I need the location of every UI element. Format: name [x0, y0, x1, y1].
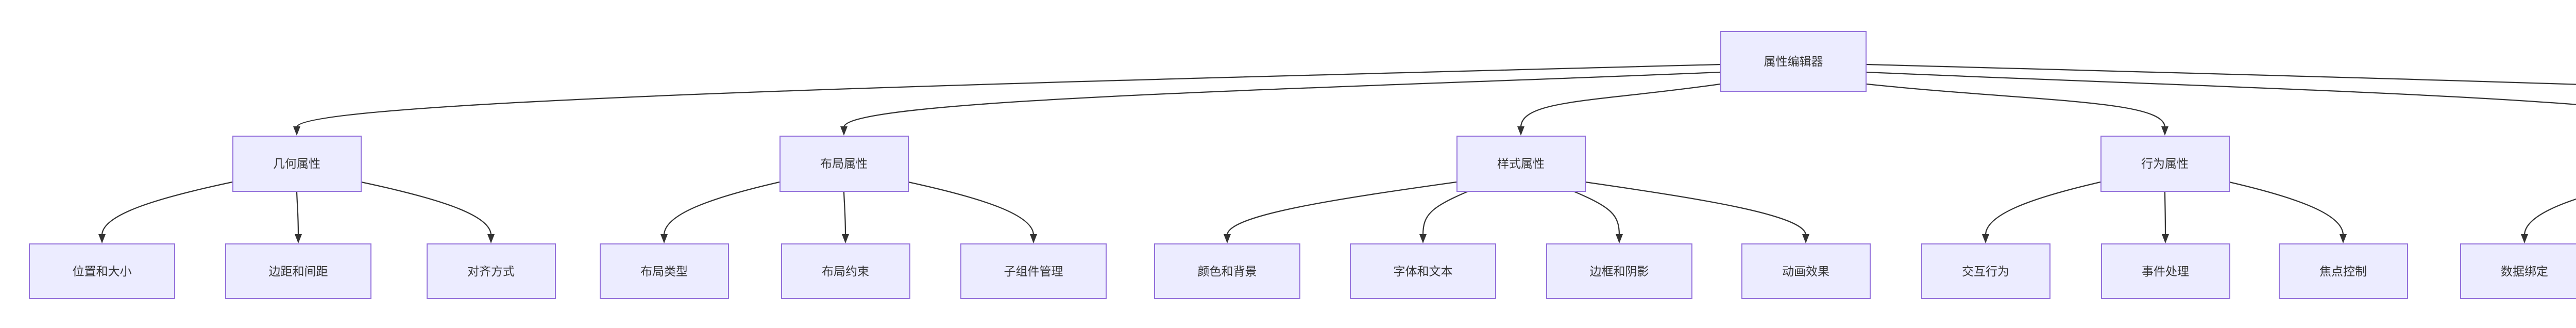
edge-path — [2229, 181, 2344, 236]
edge-path — [1520, 83, 1721, 128]
edge-path — [908, 181, 1035, 236]
node-label: 焦点控制 — [2319, 264, 2367, 278]
edge-arrowhead — [660, 234, 668, 243]
node-label: 字体和文本 — [1393, 264, 1453, 278]
node-layout-type: 布局类型 — [599, 243, 729, 299]
edge-path — [1226, 181, 1457, 236]
edge-path — [1572, 190, 1620, 236]
node-label: 动画效果 — [1782, 264, 1829, 278]
node-label: 边距和间距 — [268, 264, 328, 278]
edge-path — [1866, 63, 2576, 85]
node-margin-spacing: 边距和间距 — [225, 243, 371, 299]
node-label: 子组件管理 — [1004, 264, 1063, 278]
node-label: 事件处理 — [2142, 264, 2189, 278]
node-label: 颜色和背景 — [1197, 264, 1257, 278]
node-animation: 动画效果 — [1741, 243, 1871, 299]
node-label: 布局约束 — [822, 264, 869, 278]
edge-arrowhead — [1982, 234, 1989, 243]
edge-path — [1866, 71, 2576, 105]
edge-arrowhead — [98, 234, 106, 243]
edge-arrowhead — [2162, 234, 2169, 243]
node-behavior: 行为属性 — [2100, 136, 2230, 192]
node-position-size: 位置和大小 — [29, 243, 175, 299]
edge-path — [296, 191, 299, 236]
node-label: 几何属性 — [273, 157, 320, 170]
node-label: 位置和大小 — [72, 264, 132, 278]
edge-arrowhead — [2340, 234, 2347, 243]
edge-arrowhead — [1616, 234, 1623, 243]
edge-arrowhead — [487, 234, 495, 243]
node-border-shadow: 边框和阴影 — [1546, 243, 1692, 299]
node-layout-constraint: 布局约束 — [781, 243, 910, 299]
edge-arrowhead — [295, 234, 302, 243]
node-geometry: 几何属性 — [232, 136, 362, 192]
edge-path — [296, 63, 1721, 128]
edge-path — [2523, 198, 2576, 236]
node-color-background: 颜色和背景 — [1154, 243, 1300, 299]
edge-path — [843, 71, 1721, 128]
node-alignment: 对齐方式 — [426, 243, 556, 299]
node-label: 交互行为 — [1962, 264, 2009, 278]
edge-path — [361, 181, 492, 236]
node-label: 对齐方式 — [467, 264, 515, 278]
node-focus-control: 焦点控制 — [2278, 243, 2408, 299]
edge-arrowhead — [1030, 234, 1037, 243]
edge-arrowhead — [840, 126, 848, 136]
edge-path — [1866, 83, 2166, 128]
node-layout: 布局属性 — [779, 136, 909, 192]
node-style: 样式属性 — [1456, 136, 1586, 192]
edge-arrowhead — [1802, 234, 1809, 243]
edge-arrowhead — [842, 234, 849, 243]
node-label: 数据绑定 — [2501, 264, 2548, 278]
node-data-binding: 数据绑定 — [2460, 243, 2576, 299]
edge-path — [843, 191, 846, 236]
node-label: 布局类型 — [640, 264, 688, 278]
node-child-management: 子组件管理 — [960, 243, 1107, 299]
node-label: 属性编辑器 — [1764, 54, 1823, 68]
node-interaction: 交互行为 — [1921, 243, 2050, 299]
node-label: 边框和阴影 — [1589, 264, 1649, 278]
edge-path — [1985, 181, 2101, 236]
edge-arrowhead — [1517, 126, 1524, 136]
edge-path — [663, 181, 780, 236]
edge-path — [1585, 181, 1807, 236]
edge-arrowhead — [293, 126, 300, 136]
edge-arrowhead — [2521, 234, 2528, 243]
edge-path — [1422, 190, 1470, 236]
node-root: 属性编辑器 — [1720, 31, 1867, 92]
edge-arrowhead — [1224, 234, 1231, 243]
edge-arrowhead — [2161, 126, 2168, 136]
node-label: 布局属性 — [820, 157, 868, 170]
node-label: 样式属性 — [1497, 157, 1545, 170]
edge-arrowhead — [1419, 234, 1427, 243]
node-label: 行为属性 — [2141, 157, 2189, 170]
edge-path — [101, 181, 233, 236]
node-font-text: 字体和文本 — [1350, 243, 1496, 299]
node-event-handling: 事件处理 — [2100, 243, 2230, 299]
